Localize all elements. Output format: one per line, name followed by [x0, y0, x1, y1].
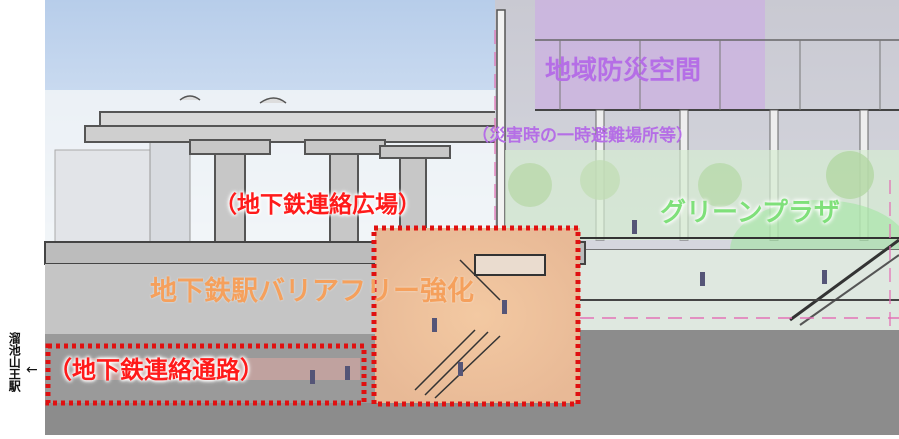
green-plaza-label: グリーンプラザ [660, 198, 840, 228]
people [310, 220, 827, 384]
barrier-free-label: 地下鉄駅バリアフリー強化 [150, 276, 474, 307]
left-arrow-icon: ← [26, 362, 38, 378]
station-name: 溜池山王駅 [7, 332, 21, 395]
chika-passage-label: （地下鉄連絡通路） [48, 356, 264, 384]
expressway [84, 95, 506, 243]
trees [508, 151, 874, 207]
bousai-label: 地域防災空間 [545, 56, 702, 86]
building [494, 0, 899, 330]
station-name-text: 溜池山王駅 [7, 332, 22, 392]
passage-dotted-box [45, 343, 367, 406]
chika-plaza-label: （地下鉄連絡広場） [214, 192, 421, 218]
bousai-sub-label: （災害時の一時避難場所等） [472, 126, 693, 146]
plaza-dotted-box [371, 225, 581, 407]
